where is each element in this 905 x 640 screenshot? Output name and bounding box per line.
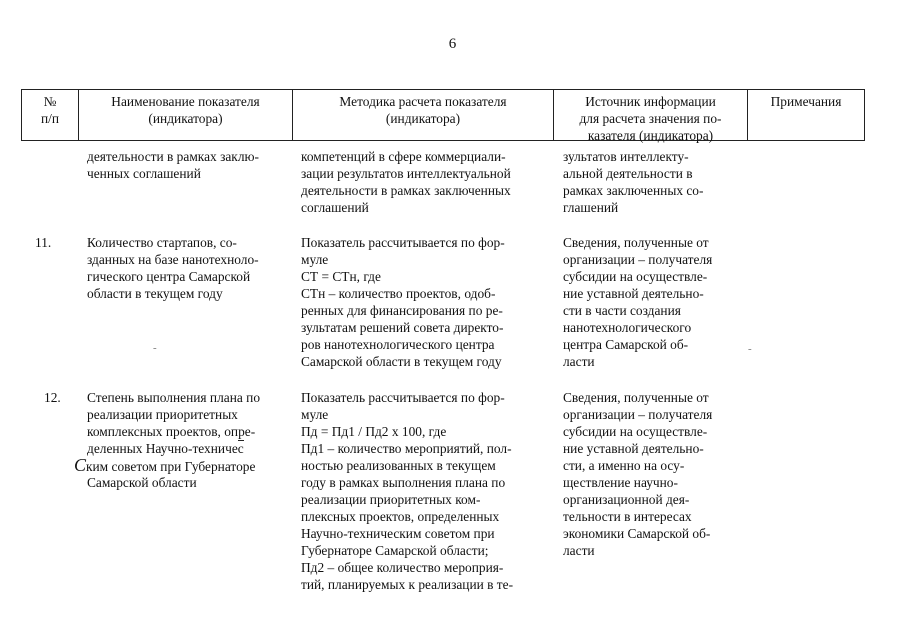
header-bottom-border <box>21 140 865 141</box>
struck-letter: с <box>237 440 244 456</box>
handwritten-correction: С <box>74 455 87 475</box>
row-number: 12. <box>44 390 61 405</box>
header-top-border <box>21 89 865 90</box>
scan-speck: - <box>153 342 157 354</box>
page-number: 6 <box>448 36 457 52</box>
header-method: Методика расчета показателя (индикатора) <box>339 94 507 126</box>
header-border-4 <box>747 89 748 141</box>
row-number: 11. <box>35 235 52 250</box>
header-border-1 <box>78 89 79 141</box>
header-border-2 <box>292 89 293 141</box>
header-border-right <box>864 89 865 141</box>
header-source: Источник информации для расчета значения… <box>579 94 722 143</box>
scan-speck: - <box>748 343 752 355</box>
name-text: ким советом при Губернаторе <box>86 459 256 474</box>
header-border-left <box>21 89 22 141</box>
header-border-3 <box>553 89 554 141</box>
header-notes: Примечания <box>770 94 842 109</box>
name-text: деленных Научно-техниче <box>87 441 238 456</box>
header-name: Наименование показателя (индикатора) <box>111 94 260 126</box>
header-num: № п/п <box>40 94 60 126</box>
